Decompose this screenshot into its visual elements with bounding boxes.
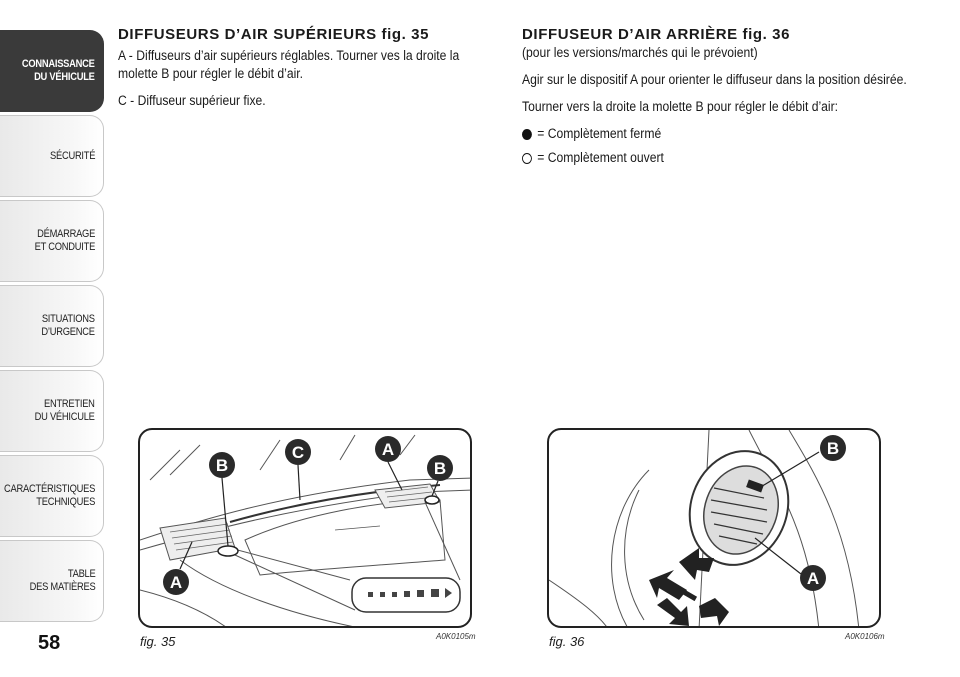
section-rear-vent: DIFFUSEUR D’AIR ARRIÈRE fig. 36 (pour le… xyxy=(522,26,922,173)
tab-label: SITUATIONS D’URGENCE xyxy=(41,313,96,338)
page-number: 58 xyxy=(38,632,61,654)
paragraph-c: C - Diffuseur supérieur fixe. xyxy=(118,93,266,108)
empty-circle-icon xyxy=(522,152,532,164)
tab-label: TABLE DES MATIÈRES xyxy=(29,568,95,593)
tab-demarrage-conduite[interactable]: DÉMARRAGE ET CONDUITE xyxy=(0,200,104,282)
label-c: C xyxy=(292,443,304,462)
tab-table-matieres[interactable]: TABLE DES MATIÈRES xyxy=(0,540,104,622)
tab-label: ENTRETIEN DU VÉHICULE xyxy=(34,398,95,423)
figure-36-caption: fig. 36 xyxy=(549,634,585,649)
filled-circle-icon xyxy=(522,128,532,140)
section-title: DIFFUSEUR D’AIR ARRIÈRE fig. 36 xyxy=(522,26,791,43)
section-title: DIFFUSEURS D’AIR SUPÉRIEURS fig. 35 xyxy=(118,26,430,43)
tab-label: CARACTÉRISTIQUES TECHNIQUES xyxy=(3,483,95,508)
section-upper-vents: DIFFUSEURS D’AIR SUPÉRIEURS fig. 35 A - … xyxy=(118,26,500,119)
figure-36: B A xyxy=(547,428,881,628)
rear-vent-illustration: B A xyxy=(549,430,860,626)
figure-35-code: A0K0105m xyxy=(436,632,476,641)
label-a-top: A xyxy=(382,440,394,459)
legend-open: = Complètement ouvert xyxy=(522,149,922,167)
label-b: B xyxy=(827,439,839,458)
tab-label: CONNAISSANCE DU VÉHICULE xyxy=(22,58,95,83)
section-subtitle: (pour les versions/marchés qui le prévoi… xyxy=(522,45,758,60)
label-b-right: B xyxy=(434,459,446,478)
paragraph-orient: Agir sur le dispositif A pour orienter l… xyxy=(522,72,907,87)
figure-36-code: A0K0106m xyxy=(845,632,885,641)
figure-35-caption: fig. 35 xyxy=(140,634,176,649)
legend-closed-text: = Complètement fermé xyxy=(537,126,662,141)
label-a: A xyxy=(807,569,819,588)
legend-open-text: = Complètement ouvert xyxy=(537,150,664,165)
chapter-sidebar: CONNAISSANCE DU VÉHICULE SÉCURITÉ DÉMARR… xyxy=(0,30,104,625)
paragraph-wheel: Tourner vers la droite la molette B pour… xyxy=(522,99,839,114)
label-b-left: B xyxy=(216,456,228,475)
dashboard-upper-vents-illustration: B C A B A xyxy=(140,434,470,626)
tab-connaissance-vehicule[interactable]: CONNAISSANCE DU VÉHICULE xyxy=(0,30,104,112)
tab-label: SÉCURITÉ xyxy=(49,149,95,162)
legend-closed: = Complètement fermé xyxy=(522,125,922,143)
label-a-bottom: A xyxy=(170,573,182,592)
tab-situations-urgence[interactable]: SITUATIONS D’URGENCE xyxy=(0,285,104,367)
tab-entretien-vehicule[interactable]: ENTRETIEN DU VÉHICULE xyxy=(0,370,104,452)
paragraph-a: A - Diffuseurs d’air supérieurs réglable… xyxy=(118,48,460,81)
tab-caracteristiques-techniques[interactable]: CARACTÉRISTIQUES TECHNIQUES xyxy=(0,455,104,537)
tab-label: DÉMARRAGE ET CONDUITE xyxy=(34,228,96,253)
tab-securite[interactable]: SÉCURITÉ xyxy=(0,115,104,197)
figure-35: B C A B A xyxy=(138,428,472,628)
